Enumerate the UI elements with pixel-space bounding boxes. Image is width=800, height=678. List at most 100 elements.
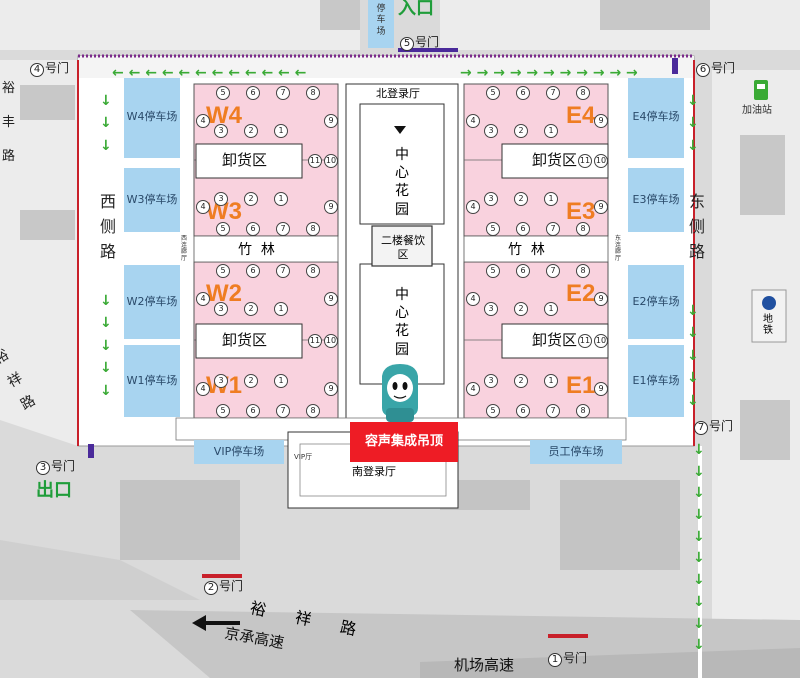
hall-door-number: 10 xyxy=(324,334,338,348)
hall-door-number: 4 xyxy=(466,382,480,396)
hall-door-number: 4 xyxy=(196,200,210,214)
parking-e1: E1停车场 xyxy=(632,374,680,387)
vip-hall-small: VIP厅 xyxy=(294,453,313,461)
unloading-area-w-north: 卸货区 xyxy=(222,151,268,169)
hall-door-number: 7 xyxy=(276,404,290,418)
hall-door-number: 2 xyxy=(514,302,528,316)
hall-door-number: 9 xyxy=(324,382,338,396)
hall-door-number: 3 xyxy=(214,374,228,388)
hall-door-number: 6 xyxy=(246,404,260,418)
hall-e3: E3 xyxy=(566,198,596,225)
hall-door-number: 6 xyxy=(516,222,530,236)
unloading-area-e-south: 卸货区 xyxy=(532,331,578,349)
west-corridor-small: 西连廊厅 xyxy=(180,235,187,262)
hall-door-number: 9 xyxy=(324,114,338,128)
booth-label: 容声集成吊顶 xyxy=(364,434,443,449)
hall-door-number: 7 xyxy=(546,86,560,100)
hall-door-number: 5 xyxy=(486,222,500,236)
hall-door-number: 1 xyxy=(274,374,288,388)
hall-door-number: 3 xyxy=(484,192,498,206)
hall-door-number: 6 xyxy=(246,222,260,236)
hall-door-number: 2 xyxy=(244,192,258,206)
parking-e4: E4停车场 xyxy=(632,110,680,123)
hall-door-number: 5 xyxy=(216,222,230,236)
hall-door-number: 7 xyxy=(276,86,290,100)
east-corridor-small: 东连廊厅 xyxy=(614,235,621,262)
parking-e3: E3停车场 xyxy=(632,193,680,206)
mascot-icon xyxy=(382,364,418,422)
jingcheng-expressway-arrow-icon xyxy=(192,615,240,631)
hall-door-number: 9 xyxy=(594,292,608,306)
hall-w4: W4 xyxy=(206,102,242,129)
hall-door-number: 1 xyxy=(544,302,558,316)
flow-arrow-icon: ← ← ← ← ← ← ← ← ← ← ← ← xyxy=(112,65,307,81)
hall-door-number: 3 xyxy=(484,374,498,388)
hall-door-number: 10 xyxy=(594,154,608,168)
hall-w2: W2 xyxy=(206,280,242,307)
parking-w2: W2停车场 xyxy=(126,295,178,308)
hall-door-number: 6 xyxy=(246,86,260,100)
hall-door-number: 6 xyxy=(516,404,530,418)
gas-station-label: 加油站 xyxy=(742,105,772,116)
exit-label: 出口 xyxy=(36,480,72,501)
hall-door-number: 7 xyxy=(546,404,560,418)
hall-door-number: 1 xyxy=(274,302,288,316)
hall-door-number: 6 xyxy=(516,264,530,278)
hall-door-number: 8 xyxy=(306,264,320,278)
hall-door-number: 4 xyxy=(466,200,480,214)
subway-icon xyxy=(751,289,787,343)
hall-e1: E1 xyxy=(566,372,596,399)
parking-w3: W3停车场 xyxy=(126,193,178,206)
flow-arrow-icon: ↓↓↓ xyxy=(100,93,112,154)
hall-door-number: 4 xyxy=(196,292,210,306)
hall-door-number: 10 xyxy=(324,154,338,168)
hall-door-number: 2 xyxy=(244,124,258,138)
subway-label: 地铁 xyxy=(763,314,773,336)
hall-door-number: 9 xyxy=(324,200,338,214)
parking-vip: VIP停车场 xyxy=(213,445,265,458)
parking-e2: E2停车场 xyxy=(632,295,680,308)
hall-door-number: 5 xyxy=(216,264,230,278)
hall-door-number: 5 xyxy=(486,404,500,418)
hall-e4: E4 xyxy=(566,102,596,129)
hall-door-number: 7 xyxy=(276,222,290,236)
hall-door-number: 4 xyxy=(196,382,210,396)
airport-road-label: 机场高速 xyxy=(454,656,515,674)
hall-door-number: 5 xyxy=(486,86,500,100)
hall-door-number: 1 xyxy=(274,192,288,206)
hall-door-number: 8 xyxy=(576,264,590,278)
hall-door-number: 3 xyxy=(484,302,498,316)
flow-arrow-icon: ↓↓↓ xyxy=(687,93,699,154)
unloading-area-w-south: 卸货区 xyxy=(222,331,268,349)
hall-e2: E2 xyxy=(566,280,596,307)
flow-arrow-icon: ↓↓↓↓↓ xyxy=(100,293,112,399)
parking-w1: W1停车场 xyxy=(126,374,178,387)
hall-door-number: 2 xyxy=(244,374,258,388)
hall-door-number: 6 xyxy=(516,86,530,100)
center-garden-north: 中心花园 xyxy=(395,147,409,218)
hall-door-number: 8 xyxy=(306,86,320,100)
hall-door-number: 8 xyxy=(576,86,590,100)
hall-door-number: 2 xyxy=(514,192,528,206)
gas-station-icon xyxy=(754,80,768,100)
hall-door-number: 3 xyxy=(214,124,228,138)
north-registration: 北登录厅 xyxy=(376,87,420,100)
hall-door-number: 4 xyxy=(196,114,210,128)
top-parking-label: 停车场 xyxy=(376,4,386,37)
hall-door-number: 2 xyxy=(514,124,528,138)
hall-door-number: 1 xyxy=(544,192,558,206)
hall-door-number: 9 xyxy=(594,382,608,396)
hall-door-number: 1 xyxy=(274,124,288,138)
east-road-label: 东侧路 xyxy=(688,192,705,261)
hall-door-number: 2 xyxy=(244,302,258,316)
entrance-label: 入口 xyxy=(398,0,434,19)
hall-door-number: 10 xyxy=(594,334,608,348)
hall-door-number: 7 xyxy=(276,264,290,278)
hall-door-number: 9 xyxy=(594,200,608,214)
center-garden-south: 中心花园 xyxy=(395,287,409,358)
